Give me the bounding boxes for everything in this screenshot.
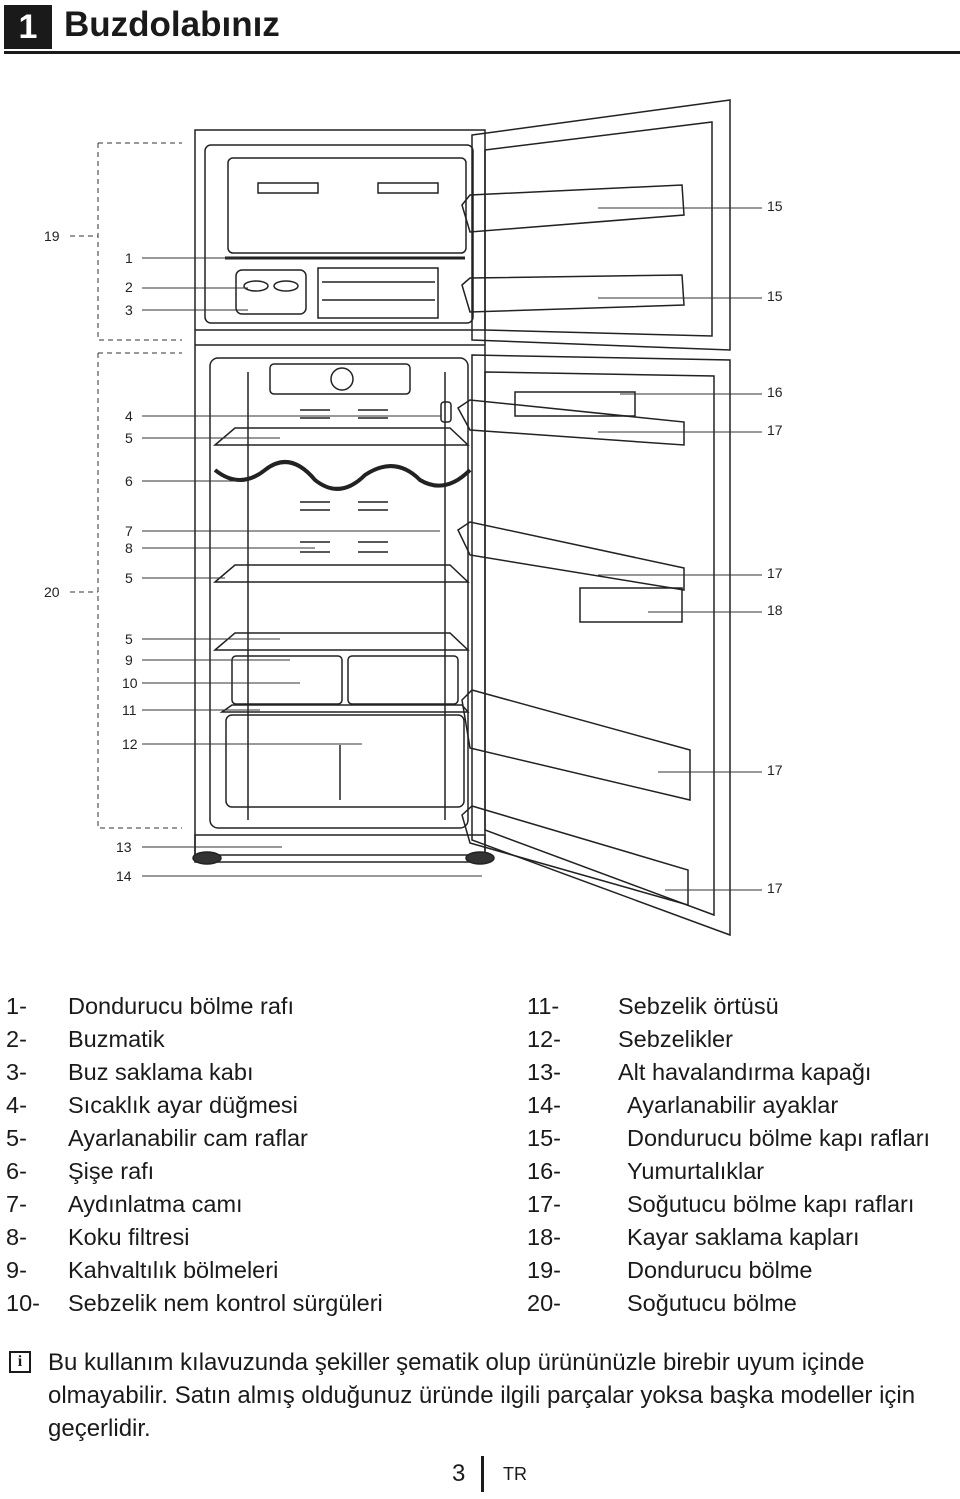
legend-item: 1-Dondurucu bölme rafı xyxy=(6,993,294,1019)
freezer-door-shelf-2 xyxy=(461,274,685,313)
adjustable-foot-right xyxy=(465,851,495,865)
fridge-compartment xyxy=(209,357,469,829)
legend-item: 11-Sebzelik örtüsü xyxy=(527,993,779,1019)
legend-item: 5-Ayarlanabilir cam raflar xyxy=(6,1125,308,1151)
callout-15a: 15 xyxy=(767,198,783,214)
legend-item: 13-Alt havalandırma kapağı xyxy=(527,1059,872,1085)
thermostat-knob xyxy=(330,367,354,391)
breakfast-compartment xyxy=(231,655,343,705)
fridge-door-shelf-4 xyxy=(461,805,689,906)
bottle-shelf xyxy=(213,460,472,491)
legend-item: 7-Aydınlatma camı xyxy=(6,1191,243,1217)
bottom-vent-cover xyxy=(194,834,486,856)
callout-5b: 5 xyxy=(125,570,133,586)
callout-14: 14 xyxy=(116,868,132,884)
callout-12: 12 xyxy=(122,736,138,752)
legend-item: 19-Dondurucu bölme xyxy=(527,1257,813,1283)
ice-maker xyxy=(235,269,307,315)
callout-16: 16 xyxy=(767,384,783,400)
note-text: Bu kullanım kılavuzunda şekiller şematik… xyxy=(48,1349,916,1442)
crisper-cover xyxy=(219,704,470,713)
section-title: Buzdolabınız xyxy=(64,5,280,44)
freezer-compartment xyxy=(204,144,474,324)
crisper-drawer xyxy=(225,714,465,808)
legend-left-column: 1-Dondurucu bölme rafı 2-Buzmatik 3-Buz … xyxy=(6,990,506,1320)
callout-5a: 5 xyxy=(125,430,133,446)
legend-item: 15-Dondurucu bölme kapı rafları xyxy=(527,1125,931,1151)
freezer-door-shelf-1 xyxy=(461,184,685,233)
callout-8: 8 xyxy=(125,540,133,556)
fridge-door xyxy=(471,354,731,937)
callout-13: 13 xyxy=(116,839,132,855)
language-code: TR xyxy=(503,1464,527,1484)
footer-divider xyxy=(481,1456,484,1492)
legend-item: 10-Sebzelik nem kontrol sürgüleri xyxy=(6,1290,383,1316)
callout-2: 2 xyxy=(125,279,133,295)
legend-item: 6-Şişe rafı xyxy=(6,1158,155,1184)
legend-item: 8-Koku filtresi xyxy=(6,1224,190,1250)
callout-11: 11 xyxy=(122,702,137,718)
callout-4: 4 xyxy=(125,408,133,424)
legend-item: 16-Yumurtalıklar xyxy=(527,1158,765,1184)
callout-5c: 5 xyxy=(125,631,133,647)
info-icon: i xyxy=(9,1351,31,1373)
legend-item: 14-Ayarlanabilir ayaklar xyxy=(527,1092,839,1118)
header-rule xyxy=(4,51,960,54)
callout-17a: 17 xyxy=(767,422,783,438)
legend-item: 18-Kayar saklama kapları xyxy=(527,1224,860,1250)
legend-item: 12-Sebzelikler xyxy=(527,1026,733,1052)
callout-6: 6 xyxy=(125,473,133,489)
legend-item: 3-Buz saklama kabı xyxy=(6,1059,254,1085)
fridge-door-shelf-2 xyxy=(457,521,685,591)
callout-7: 7 xyxy=(125,523,133,539)
refrigerator-diagram: 19 1 2 3 4 5 6 7 8 5 20 5 9 10 11 12 13 … xyxy=(44,99,783,937)
sliding-container xyxy=(579,587,683,623)
legend-item: 4-Sıcaklık ayar düğmesi xyxy=(6,1092,298,1118)
callout-1: 1 xyxy=(125,250,133,266)
callout-17b: 17 xyxy=(767,565,783,581)
legend-item: 9-Kahvaltılık bölmeleri xyxy=(6,1257,279,1283)
glass-shelf-middle xyxy=(212,564,470,583)
callout-19: 19 xyxy=(44,228,60,244)
callout-18: 18 xyxy=(767,602,783,618)
legend-right-column: 11-Sebzelik örtüsü 12-Sebzelikler 13-Alt… xyxy=(527,990,957,1320)
fridge-door-shelf-1 xyxy=(457,399,685,446)
legend-item: 2-Buzmatik xyxy=(6,1026,165,1052)
callout-17c: 17 xyxy=(767,762,783,778)
legend-item: 17-Soğutucu bölme kapı rafları xyxy=(527,1191,915,1217)
callout-17d: 17 xyxy=(767,880,783,896)
callout-10: 10 xyxy=(122,675,138,691)
glass-shelf-lower xyxy=(212,632,470,651)
fridge-door-shelf-3 xyxy=(461,689,691,801)
section-number: 1 xyxy=(4,5,52,49)
adjustable-foot-left xyxy=(192,851,222,865)
callout-9: 9 xyxy=(125,652,133,668)
page-number: 3 xyxy=(452,1460,466,1487)
egg-tray xyxy=(514,391,636,417)
callout-15b: 15 xyxy=(767,288,783,304)
glass-shelf-top xyxy=(212,427,470,446)
callout-3: 3 xyxy=(125,302,133,318)
freezer-door xyxy=(471,99,731,351)
legend-item: 20-Soğutucu bölme xyxy=(527,1290,797,1316)
callout-20: 20 xyxy=(44,584,60,600)
